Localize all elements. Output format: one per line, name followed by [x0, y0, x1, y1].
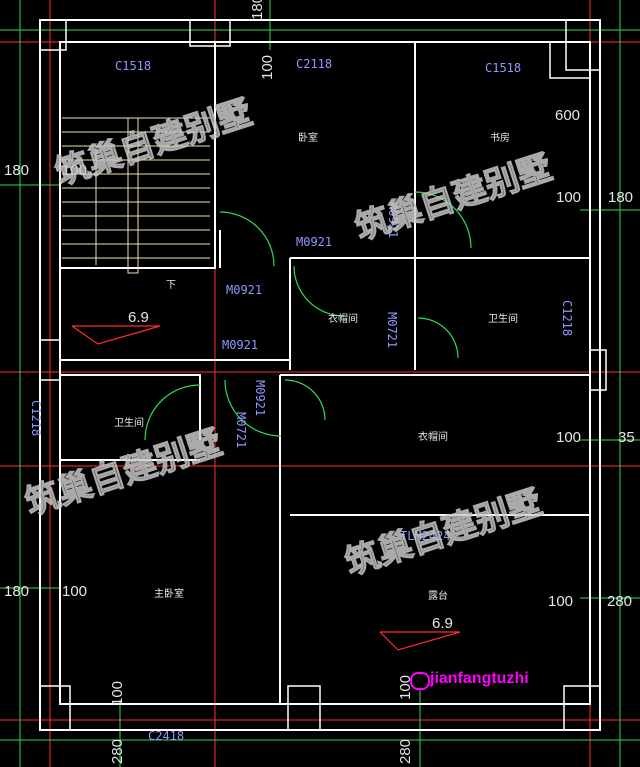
pillars [39, 19, 607, 731]
window-c2118: C2118 [296, 57, 332, 71]
dim-right-100-a: 100 [556, 189, 581, 206]
watermark-1: 筑巢自建别墅 [50, 92, 256, 193]
stairs-down-label: 下 [166, 280, 176, 291]
dim-left-180-a: 180 [4, 162, 29, 179]
dim-top-100: 100 [259, 55, 276, 80]
wechat-icon [410, 672, 430, 690]
dim-bottom-280-b: 280 [397, 739, 414, 764]
dim-right-600: 600 [555, 107, 580, 124]
window-c1218-left: C1218 [29, 400, 43, 436]
dim-right-280: 280 [607, 593, 632, 610]
room-master-bedroom: 主卧室 [154, 587, 184, 600]
dim-right-100-b: 100 [556, 429, 581, 446]
window-c2418: C2418 [148, 729, 184, 743]
door-tlm2424: TLM2424 [400, 529, 451, 543]
room-study: 书房 [490, 131, 510, 144]
room-terrace: 露台 [428, 589, 448, 602]
room-bathroom-b: 卫生间 [114, 416, 144, 429]
door-m0921-a: M0921 [296, 235, 332, 249]
staircase [62, 117, 210, 274]
room-cloakroom-b: 衣帽间 [418, 430, 448, 443]
dim-bottom-100-a: 100 [109, 681, 126, 706]
dim-bottom-280-a: 280 [109, 739, 126, 764]
room-bathroom-a: 卫生间 [488, 312, 518, 325]
door-m0921-c: M0921 [222, 338, 258, 352]
dim-right-100-c: 100 [548, 593, 573, 610]
room-bedroom: 卧室 [298, 131, 318, 144]
dim-right-180: 180 [608, 189, 633, 206]
watermark-2: 筑巢自建别墅 [350, 147, 556, 248]
door-m0721-b: M0721 [234, 412, 248, 448]
watermark-4: 筑巢自建别墅 [340, 482, 546, 583]
elevation-a: 6.9 [128, 309, 149, 326]
window-c1518-a: C1518 [115, 59, 151, 73]
window-c1518-b: C1518 [485, 61, 521, 75]
door-m0721-a: M0721 [385, 312, 399, 348]
brand-label: jianfangtuzhi [430, 670, 529, 687]
room-cloakroom-a: 衣帽间 [328, 312, 358, 325]
level-markers [71, 325, 461, 651]
door-m0921-vertical-b: M0921 [253, 380, 267, 416]
door-m0921-vertical: M0921 [386, 202, 400, 238]
door-swings [144, 191, 472, 441]
dim-left-180-b: 180 [4, 583, 29, 600]
watermark-3: 筑巢自建别墅 [20, 422, 226, 523]
walls [39, 19, 601, 731]
dim-left-100-a: 100 [62, 162, 87, 179]
window-c1218-right: C1218 [560, 300, 574, 336]
door-m0921-b: M0921 [226, 283, 262, 297]
dim-right-35: 35 [618, 429, 635, 446]
dim-left-100-b: 100 [62, 583, 87, 600]
elevation-b: 6.9 [432, 615, 453, 632]
dim-top-180: 180 [249, 0, 266, 20]
dim-bottom-100-b: 100 [397, 675, 414, 700]
